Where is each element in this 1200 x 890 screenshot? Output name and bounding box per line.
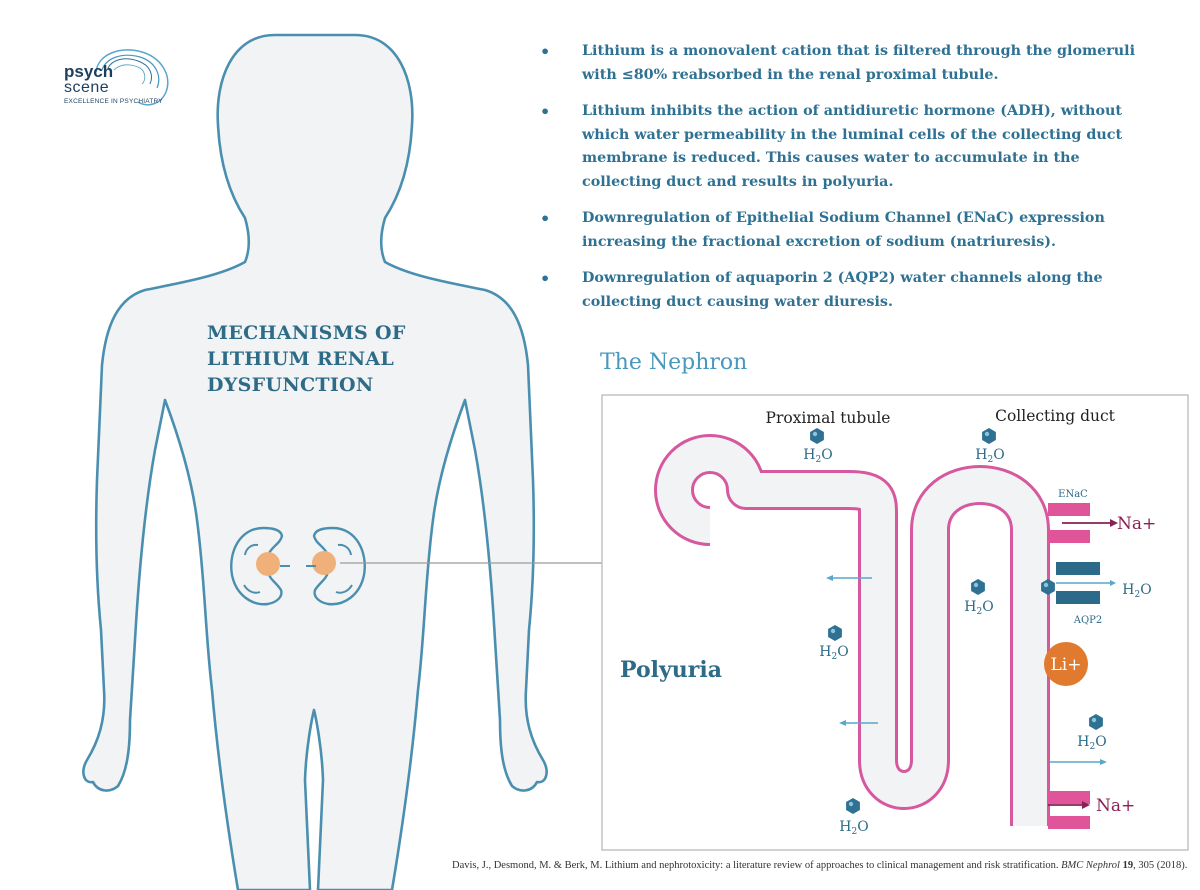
bullet-dot: • <box>540 42 551 61</box>
water-formula-label: H2O <box>819 644 848 662</box>
water-formula-label: H2O <box>964 599 993 617</box>
water-molecule-icon <box>1041 579 1055 595</box>
water-formula-label: H2O <box>1077 734 1106 752</box>
water-formula-label: H2O <box>975 447 1004 465</box>
water-molecules <box>810 428 1103 814</box>
bullet-text: Lithium is a monovalent cation that is f… <box>582 43 1135 83</box>
aqp2-label: AQP2 <box>1073 615 1103 626</box>
water-molecule-icon <box>1089 714 1103 730</box>
psychscene-logo: psych scene EXCELLENCE IN PSYCHIATRY <box>58 42 188 112</box>
water-molecule-icon <box>846 798 860 814</box>
enac-channel-bottom <box>1048 791 1090 829</box>
bullet-item: • Downregulation of Epithelial Sodium Cha… <box>540 207 1160 254</box>
bullet-text: Lithium inhibits the action of antidiure… <box>582 103 1123 190</box>
citation-volume: 19 <box>1119 860 1134 871</box>
water-molecule-icon <box>828 625 842 641</box>
aqp2-channel <box>1056 562 1116 604</box>
kidney-right-icon <box>306 526 366 606</box>
bullet-item: • Lithium inhibits the action of antidiur… <box>540 100 1160 194</box>
enac-channel-top <box>1048 503 1118 543</box>
water-molecule-highlight <box>1091 717 1097 723</box>
logo-word-psych: psych <box>64 62 114 81</box>
bullet-text: Downregulation of Epithelial Sodium Chan… <box>582 210 1105 250</box>
lithium-ion <box>1044 642 1088 686</box>
water-molecule-highlight <box>973 582 979 588</box>
proximal-tubule-label: Proximal tubule <box>766 409 891 427</box>
enac-label: ENaC <box>1058 489 1088 500</box>
citation-authors: Davis, J., Desmond, M. & Berk, M. Lithiu… <box>452 860 1062 871</box>
water-flow-arrows <box>826 575 1107 765</box>
water-formula-label: H2O <box>1122 582 1151 600</box>
water-molecule-highlight <box>984 431 990 437</box>
water-molecule-highlight <box>812 431 818 437</box>
water-molecule-icon <box>810 428 824 444</box>
water-formula-label: H2O <box>839 819 868 837</box>
water-molecule-highlight <box>1043 582 1049 588</box>
water-molecule-icon <box>982 428 996 444</box>
human-body-silhouette <box>82 33 548 890</box>
sodium-label-bottom: Na+ <box>1096 796 1135 816</box>
water-formula-label: H2O <box>803 447 832 465</box>
bullet-dot: • <box>540 269 551 288</box>
logo-word-scene: scene <box>64 79 110 96</box>
bullet-item: • Lithium is a monovalent cation that is … <box>540 40 1160 87</box>
water-labels: H2O H2O H2O H2O H2O H2O H2O <box>803 447 1151 837</box>
mechanism-bullet-list: • Lithium is a monovalent cation that is … <box>540 40 1160 327</box>
water-molecule-icon <box>971 579 985 595</box>
citation: Davis, J., Desmond, M. & Berk, M. Lithiu… <box>452 860 1187 871</box>
logo-tagline: EXCELLENCE IN PSYCHIATRY <box>64 98 163 105</box>
water-molecule-highlight <box>848 801 854 807</box>
sodium-label-top: Na+ <box>1117 514 1156 534</box>
bullet-dot: • <box>540 102 551 121</box>
citation-pages: , 305 (2018). <box>1133 860 1188 871</box>
logo-swirl-icon <box>95 49 169 106</box>
citation-journal: BMC Nephrol <box>1061 860 1120 871</box>
bullet-item: • Downregulation of aquaporin 2 (AQP2) wa… <box>540 267 1160 314</box>
polyuria-label: Polyuria <box>620 657 722 683</box>
nephron-tubule <box>654 434 1052 832</box>
collecting-duct-label: Collecting duct <box>995 407 1116 425</box>
kidney-left-icon <box>230 526 290 606</box>
bullet-text: Downregulation of aquaporin 2 (AQP2) wat… <box>582 270 1103 310</box>
nephron-title: The Nephron <box>600 350 748 375</box>
lithium-label: Li+ <box>1051 655 1082 675</box>
bullet-dot: • <box>540 209 551 228</box>
main-title: MECHANISMS OF LITHIUM RENAL DYSFUNCTION <box>207 322 406 396</box>
water-molecule-highlight <box>830 628 836 634</box>
